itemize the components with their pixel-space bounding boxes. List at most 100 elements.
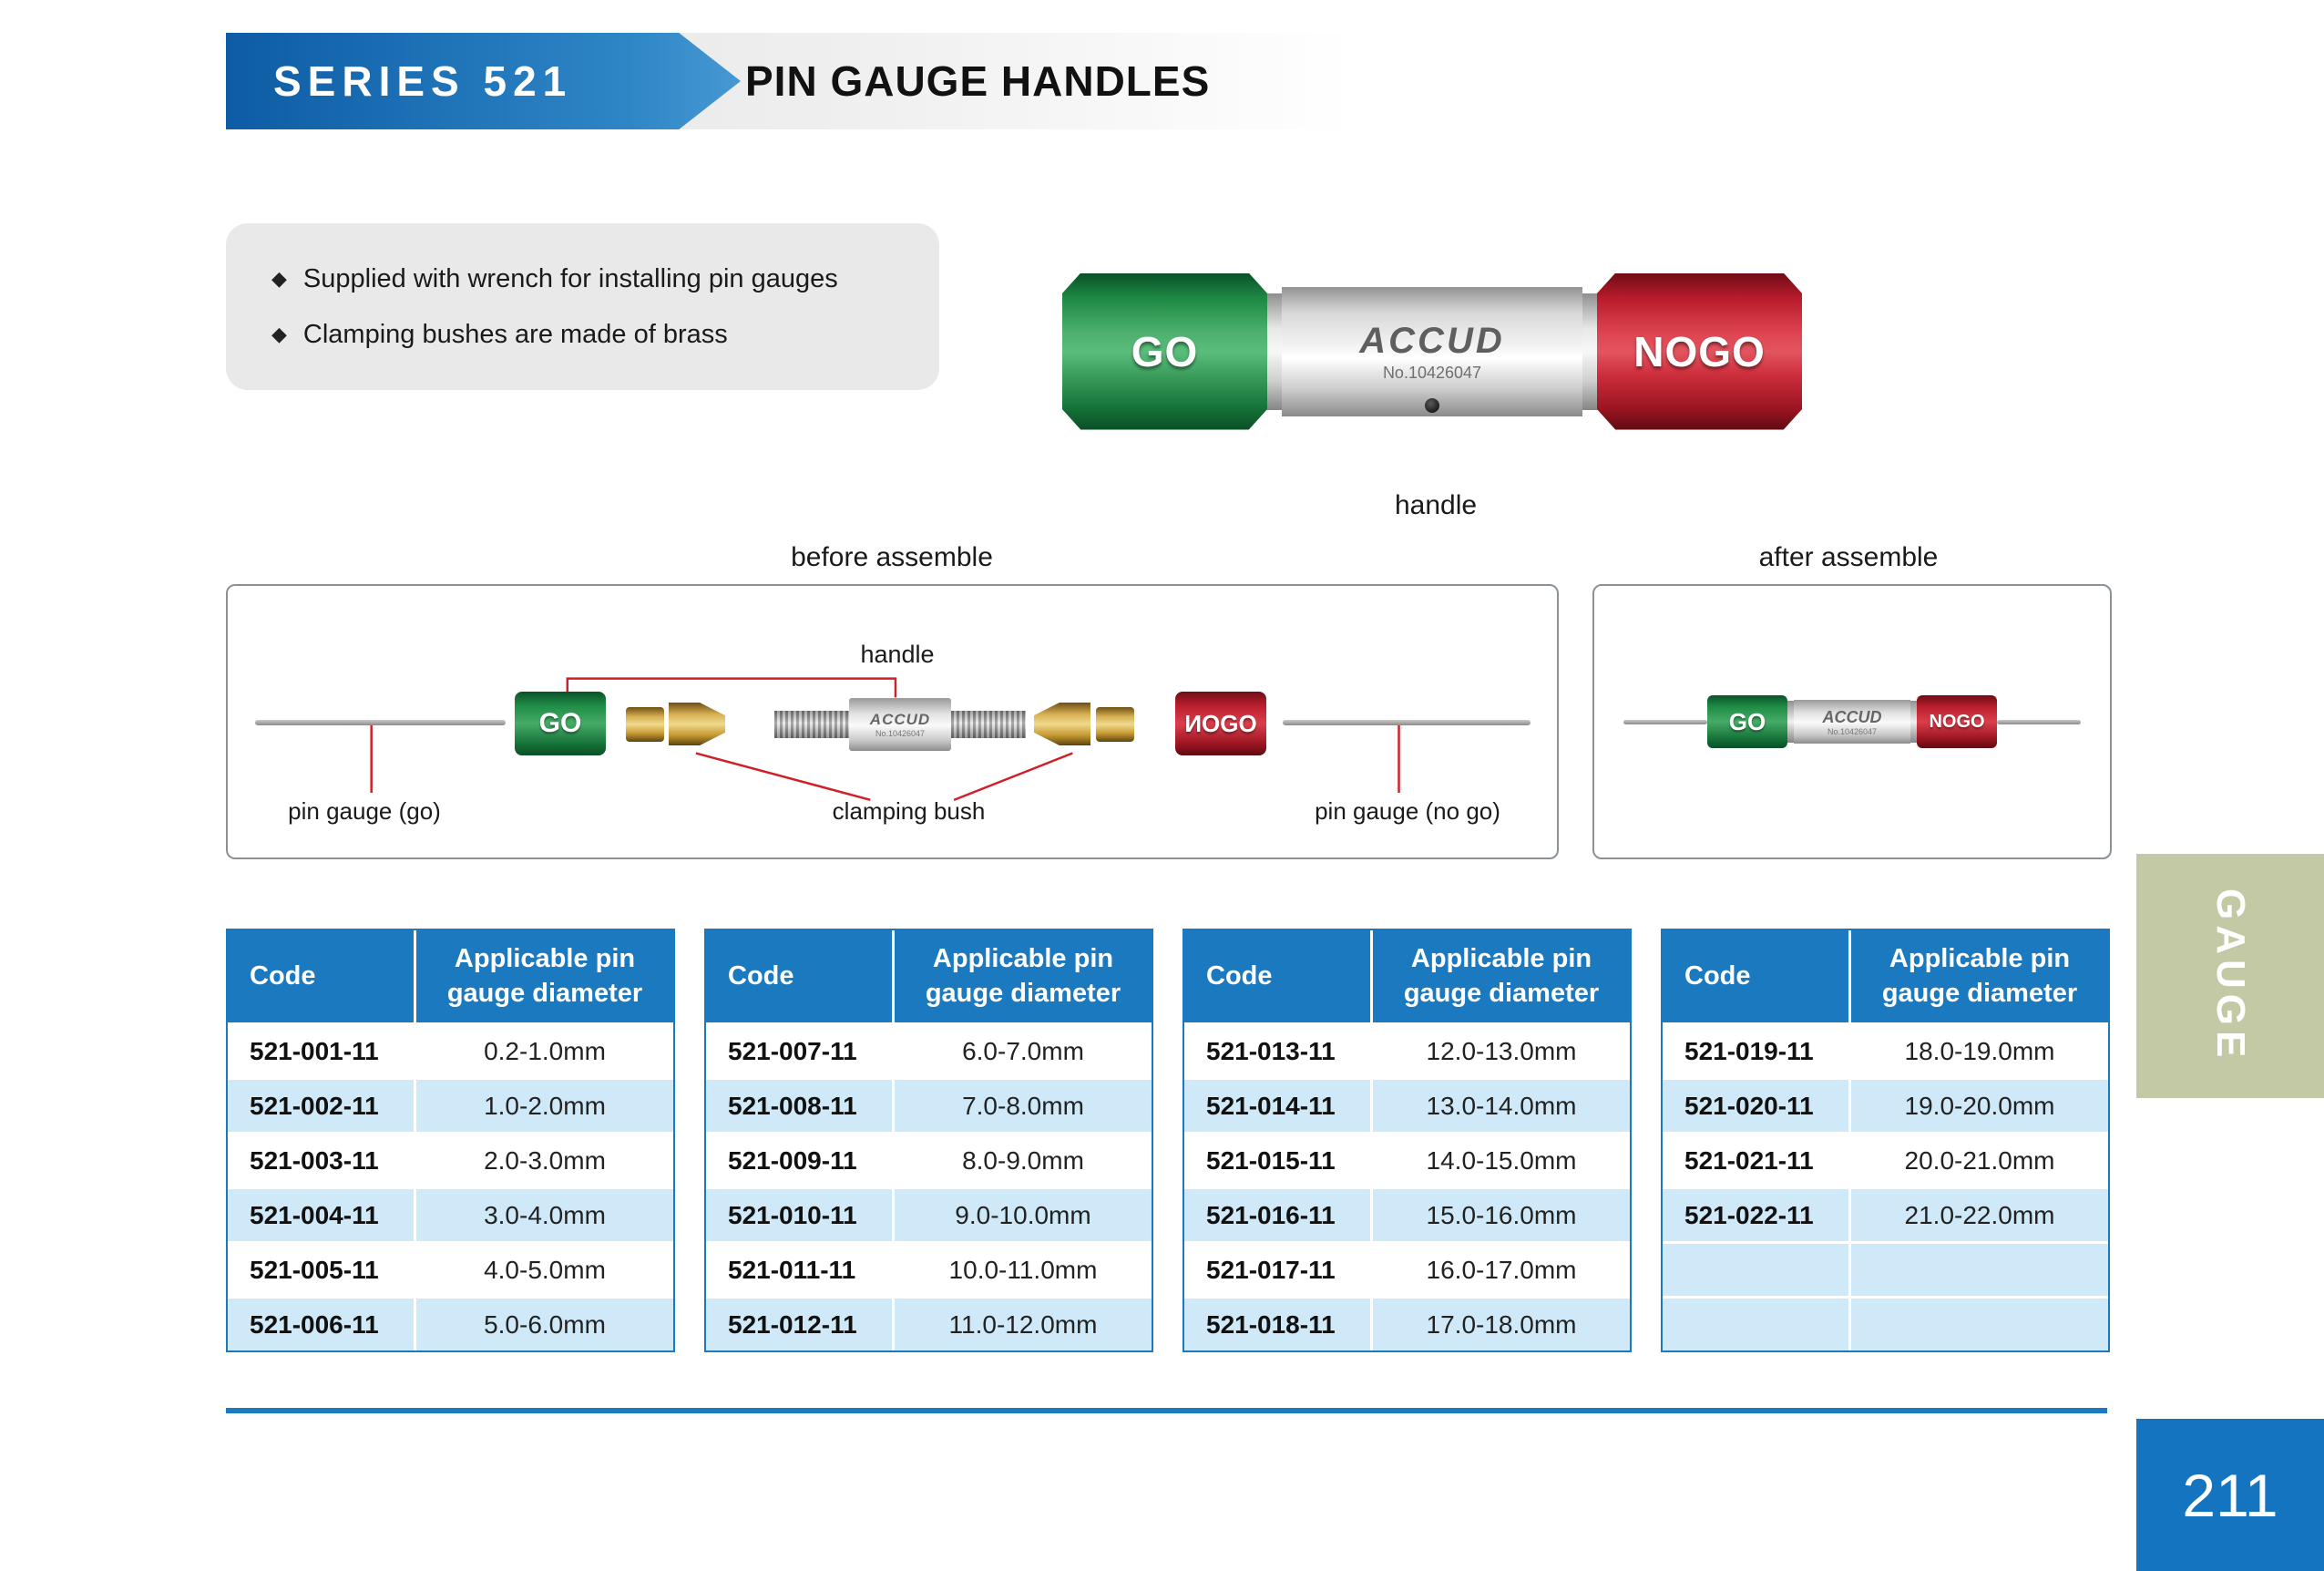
diameter-cell: 15.0-16.0mm: [1373, 1186, 1630, 1241]
pin-gauge-go-rod: [1623, 719, 1707, 724]
nogo-end-cap: NOGO: [1917, 695, 1997, 748]
pin-gauge-nogo-rod: [1997, 719, 2081, 724]
column-header: Code: [1663, 930, 1851, 1022]
code-cell: 521-015-11: [1184, 1132, 1373, 1186]
code-cell: 521-007-11: [706, 1022, 895, 1077]
diameter-cell: 4.0-5.0mm: [416, 1241, 673, 1296]
diameter-cell: 3.0-4.0mm: [416, 1186, 673, 1241]
diameter-cell: 21.0-22.0mm: [1851, 1186, 2108, 1241]
column-header: Code: [228, 930, 416, 1022]
column-header: Code: [706, 930, 895, 1022]
code-cell: [1663, 1241, 1851, 1296]
product-hero-image: GO ACCUD No.10426047 NOGO: [1062, 272, 1809, 431]
code-cell: 521-018-11: [1184, 1296, 1373, 1350]
nogo-label: NOGO: [1633, 327, 1766, 375]
code-cell: 521-001-11: [228, 1022, 416, 1077]
serial-number: No.10426047: [875, 729, 926, 738]
column-header: Applicable pin gauge diameter: [895, 930, 1152, 1022]
code-cell: 521-012-11: [706, 1296, 895, 1350]
hero-caption: handle: [1394, 490, 1478, 520]
clamping-bush-label: clamping bush: [832, 797, 986, 825]
page-title: PIN GAUGE HANDLES: [745, 57, 1211, 105]
pin-gauge-go-rod: [255, 720, 506, 725]
gauge-tab-label: GAUGE: [2208, 888, 2253, 1063]
nogo-end-cap: NOGO: [1597, 272, 1802, 430]
diameter-cell: 9.0-10.0mm: [895, 1186, 1152, 1241]
after-assemble-diagram: GO ACCUD No.10426047 NOGO: [1592, 584, 2112, 859]
diameter-cell: [1851, 1241, 2108, 1296]
code-cell: 521-005-11: [228, 1241, 416, 1296]
pin-gauge-nogo-rod: [1283, 720, 1531, 725]
features-box: ◆ Supplied with wrench for installing pi…: [226, 223, 939, 390]
code-cell: 521-002-11: [228, 1077, 416, 1132]
code-cell: 521-008-11: [706, 1077, 895, 1132]
series-arrow-badge: SERIES 521: [226, 33, 741, 129]
table-row: [1663, 1296, 2108, 1350]
go-label: GO: [1131, 327, 1199, 375]
code-cell: 521-020-11: [1663, 1077, 1851, 1132]
code-cell: 521-013-11: [1184, 1022, 1373, 1077]
brand-logo: ACCUD: [1822, 707, 1882, 726]
collar: [1787, 701, 1794, 743]
nogo-handle-part: ИOGO: [1175, 692, 1266, 755]
clamping-bush-part: [1096, 707, 1134, 742]
diameter-cell: 18.0-19.0mm: [1851, 1022, 2108, 1077]
serial-number: No.10426047: [1827, 726, 1878, 736]
feature-item: ◆ Supplied with wrench for installing pi…: [271, 264, 939, 294]
diameter-cell: 1.0-2.0mm: [416, 1077, 673, 1132]
code-cell: [1663, 1296, 1851, 1350]
nogo-label: NOGO: [1929, 711, 1985, 732]
footer-rule: [226, 1408, 2107, 1413]
code-cell: 521-019-11: [1663, 1022, 1851, 1077]
diameter-cell: 17.0-18.0mm: [1373, 1296, 1630, 1350]
go-label: GO: [1728, 707, 1766, 735]
serial-number: No.10426047: [1382, 363, 1482, 382]
diameter-cell: [1851, 1296, 2108, 1350]
diamond-bullet-icon: ◆: [271, 323, 287, 345]
column-header: Applicable pin gauge diameter: [1851, 930, 2108, 1022]
code-cell: 521-011-11: [706, 1241, 895, 1296]
page-number-box: 211: [2136, 1419, 2324, 1571]
code-cell: 521-010-11: [706, 1186, 895, 1241]
collar: [1910, 701, 1917, 743]
diameter-cell: 5.0-6.0mm: [416, 1296, 673, 1350]
code-cell: 521-017-11: [1184, 1241, 1373, 1296]
brand-logo: ACCUD: [1359, 320, 1505, 361]
collar: [1267, 293, 1282, 410]
code-cell: 521-021-11: [1663, 1132, 1851, 1186]
diameter-cell: 14.0-15.0mm: [1373, 1132, 1630, 1186]
handle-body: ACCUD No.10426047: [1282, 286, 1582, 416]
code-cell: 521-004-11: [228, 1186, 416, 1241]
diameter-cell: 2.0-3.0mm: [416, 1132, 673, 1186]
diameter-cell: 19.0-20.0mm: [1851, 1077, 2108, 1132]
diameter-cell: 0.2-1.0mm: [416, 1022, 673, 1077]
diameter-cell: 20.0-21.0mm: [1851, 1132, 2108, 1186]
diameter-cell: 6.0-7.0mm: [895, 1022, 1152, 1077]
diamond-bullet-icon: ◆: [271, 267, 287, 290]
clamping-bush-part: [626, 707, 664, 742]
diameter-cell: 12.0-13.0mm: [1373, 1022, 1630, 1077]
go-end-cap: GO: [1062, 272, 1267, 430]
before-assemble-diagram: GO ACCUD No.10426047 ИOGO handle pin gau…: [226, 584, 1559, 859]
pin-gauge-nogo-label: pin gauge (no go): [1315, 797, 1500, 825]
table-row: [1663, 1241, 2108, 1296]
page-number: 211: [2182, 1461, 2278, 1529]
feature-text: Clamping bushes are made of brass: [302, 319, 728, 349]
wrench-hole: [1425, 397, 1439, 413]
assembled-handle: GO ACCUD No.10426047 NOGO: [1594, 586, 2110, 857]
